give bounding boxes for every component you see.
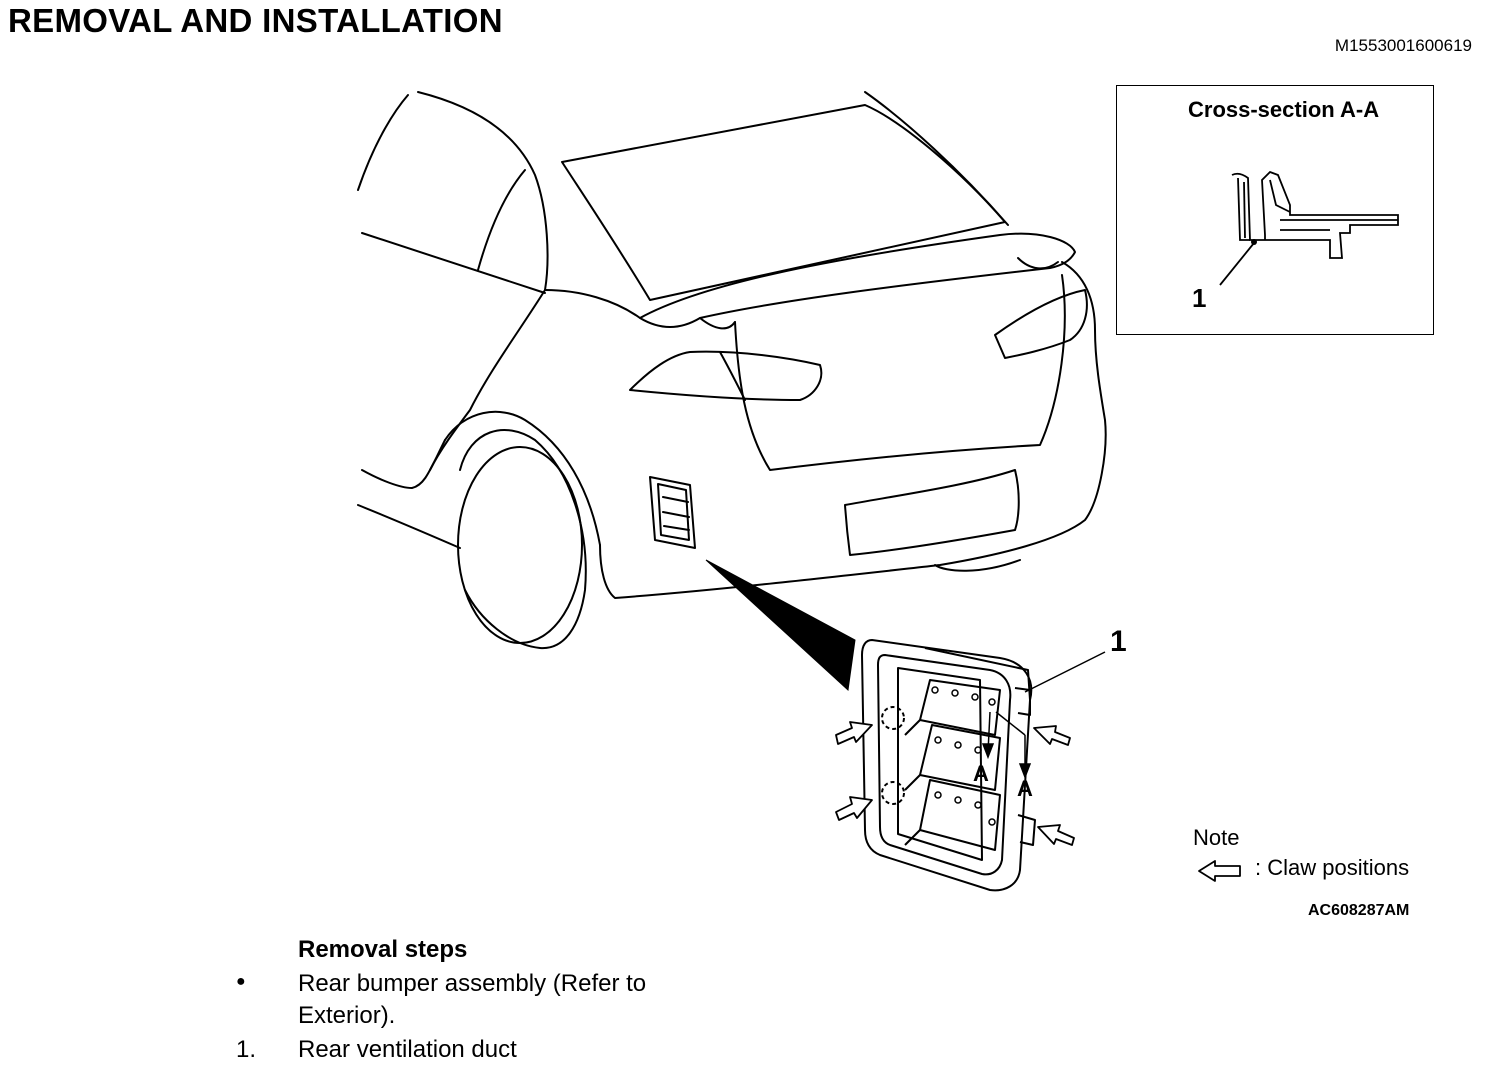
quarter-panel — [429, 289, 546, 471]
plate-recess — [844, 469, 1020, 556]
callout-pointer — [705, 559, 856, 692]
section-label-left: A — [973, 761, 989, 786]
rear-glass-trim — [864, 91, 1009, 226]
tail-lamp-left-inner — [719, 351, 746, 401]
tail-lamp-left — [629, 350, 823, 401]
figure-id: AC608287AM — [1308, 902, 1410, 919]
step-number: 1. — [236, 1036, 257, 1063]
tire-outer — [459, 429, 587, 650]
duct-on-car — [649, 476, 696, 549]
part-leader — [1024, 651, 1106, 693]
rear-window-left-edge — [477, 169, 526, 271]
spoiler-stand-right — [1017, 257, 1059, 270]
body-side-lower — [361, 439, 446, 489]
section-label-right: A — [1017, 776, 1033, 801]
hollow-arrow-left-icon — [1198, 860, 1241, 882]
claw-arrow-left-upper — [835, 721, 873, 745]
claw-arrow-right-upper — [1033, 725, 1071, 746]
inset-title: Cross-section A-A — [1188, 97, 1380, 122]
cross-section-inset — [1116, 85, 1434, 335]
claw-arrow-left-lower — [835, 796, 873, 821]
roof-line — [417, 91, 549, 291]
step-text: Rear ventilation duct — [298, 1036, 517, 1063]
trunk-lid — [734, 274, 1066, 471]
quarter-panel-top — [544, 289, 641, 319]
louver-1 — [919, 679, 1001, 736]
louver-3 — [919, 779, 1001, 851]
c-pillar-line — [357, 94, 409, 191]
cross-section-drawing — [1219, 170, 1399, 286]
claw-circle-lower — [881, 781, 905, 805]
legend-text: : Claw positions — [1255, 855, 1410, 880]
step-bullet: ● — [236, 973, 246, 990]
rear-bumper — [599, 261, 1107, 599]
duct-inner-frame — [877, 654, 1012, 876]
louver-2 — [919, 724, 1001, 791]
spoiler — [639, 232, 1076, 328]
duct-detail — [861, 639, 1036, 892]
bumper-lower — [934, 559, 1021, 572]
claw-circle-upper — [881, 706, 905, 730]
louver-holes — [931, 686, 996, 826]
document-id: M1553001600619 — [1334, 36, 1472, 55]
note-title: Note — [1193, 825, 1240, 850]
tail-lamp-right — [994, 289, 1088, 359]
inset-callout-number: 1 — [1192, 283, 1207, 313]
wheel-arch — [444, 410, 601, 546]
page-title: REMOVAL AND INSTALLATION — [8, 2, 503, 39]
body-side-sill — [357, 504, 461, 549]
claw-arrow-right-lower — [1037, 824, 1075, 846]
part-callout-number: 1 — [1110, 625, 1127, 658]
section-cut-arrows — [981, 711, 1032, 780]
belt-line — [361, 232, 546, 294]
spoiler-stand-left — [699, 317, 736, 330]
removal-steps-title: Removal steps — [298, 936, 468, 963]
step-text: Rear bumper assembly (Refer to Exterior)… — [298, 970, 647, 1029]
